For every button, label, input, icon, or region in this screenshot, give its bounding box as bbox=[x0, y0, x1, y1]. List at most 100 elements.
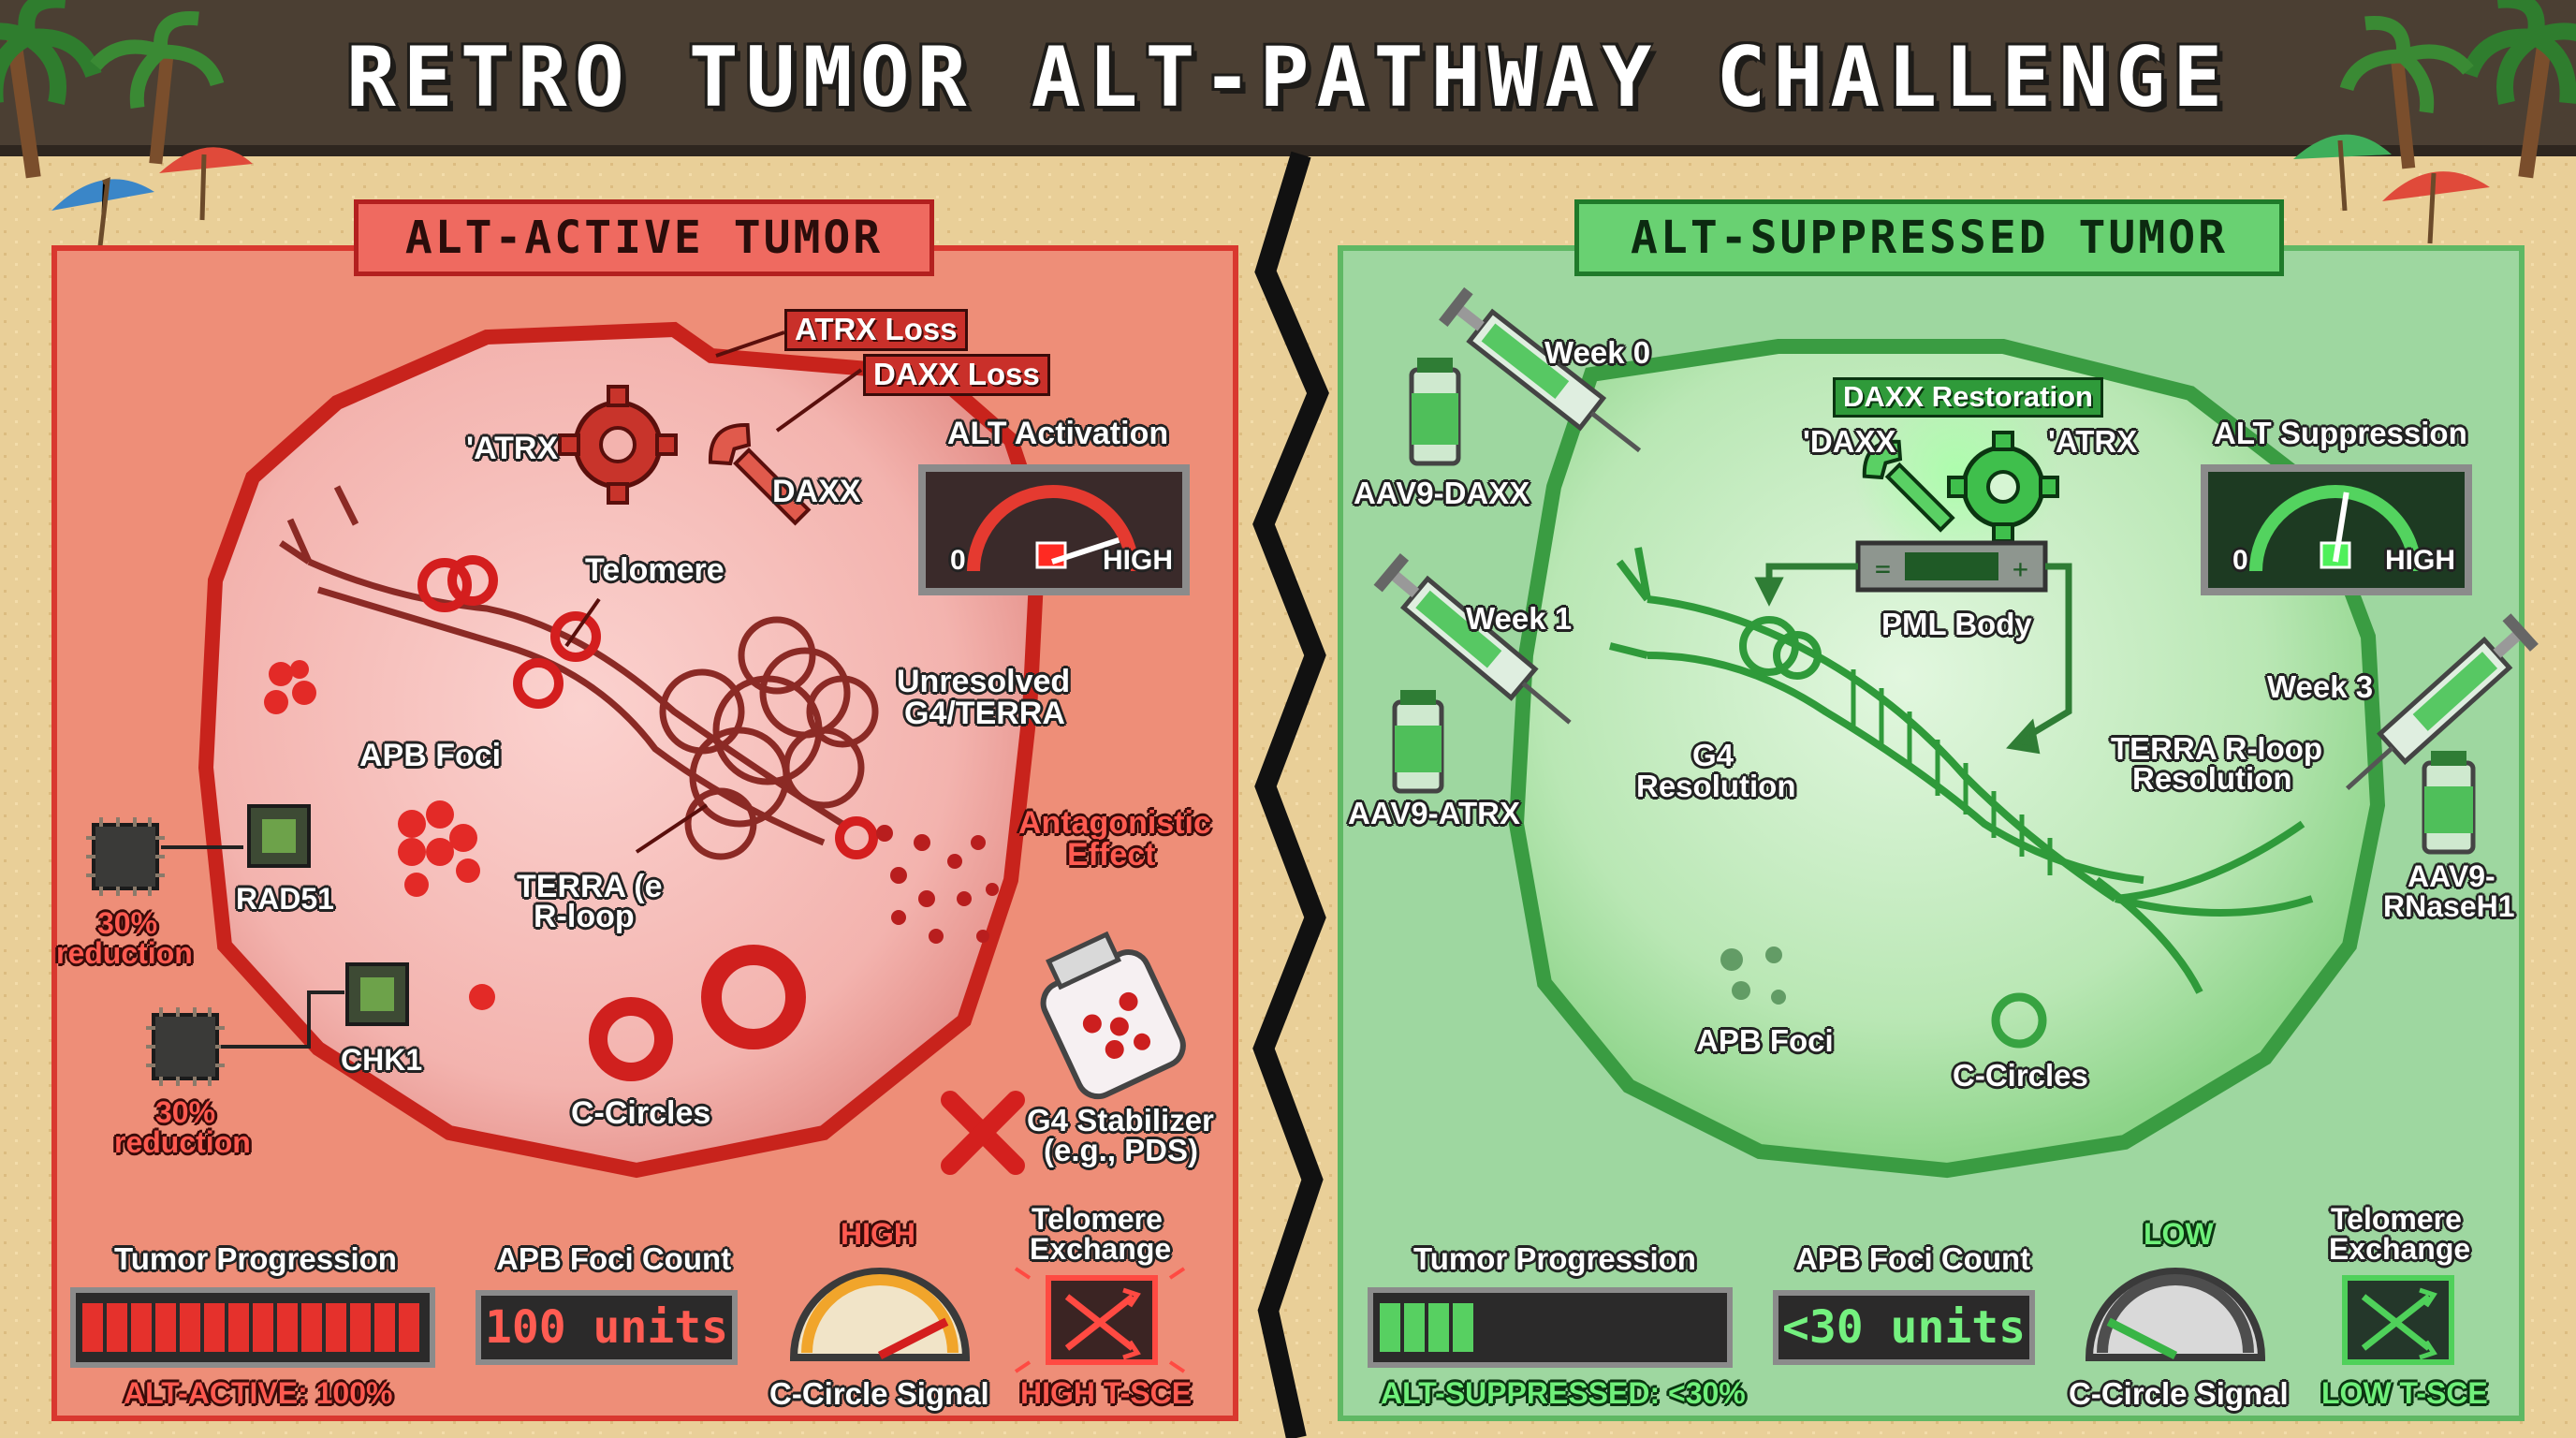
c-circles-label: C-Circles bbox=[1953, 1058, 2088, 1093]
signal-needle bbox=[2106, 1317, 2178, 1360]
terra-resolution-label-2: Resolution bbox=[2132, 761, 2292, 796]
tumor-progression-title: Tumor Progression bbox=[114, 1241, 397, 1276]
atrx-label: 'ATRX bbox=[2048, 424, 2138, 459]
gauge-max-label: HIGH bbox=[1103, 545, 1173, 576]
progress-segment bbox=[1453, 1303, 1473, 1352]
aav9-rnaseh1-label-2: RNaseH1 bbox=[2383, 889, 2515, 923]
progress-segment bbox=[131, 1303, 152, 1352]
wrench-icon bbox=[708, 422, 812, 526]
beach-umbrella-icon bbox=[2293, 134, 2392, 212]
daxx-restoration-label: DAXX Restoration bbox=[1833, 377, 2103, 418]
alt-active-cell bbox=[198, 321, 1047, 1179]
chip-icon bbox=[247, 804, 311, 868]
pml-body-label: PML Body bbox=[1881, 607, 2032, 641]
telomere-exchange-box-red bbox=[1014, 1267, 1186, 1373]
daxx-label: 'DAXX bbox=[1803, 424, 1896, 459]
daxx-label: DAXX bbox=[772, 474, 861, 509]
blocked-x-icon bbox=[941, 1091, 1025, 1175]
apb-foci-cluster bbox=[264, 660, 316, 714]
progress-segment bbox=[399, 1303, 419, 1352]
progress-segment bbox=[374, 1303, 395, 1352]
telomere-exchange-caption: LOW T-SCE bbox=[2321, 1376, 2488, 1410]
alt-active-panel-title: ALT-ACTIVE TUMOR bbox=[354, 199, 934, 276]
alt-suppression-title: ALT Suppression bbox=[2214, 416, 2467, 450]
vial-icon bbox=[1409, 358, 1461, 466]
chip-icon bbox=[146, 1007, 225, 1086]
reduction-2-label: reduction bbox=[114, 1125, 251, 1159]
palm-tree-icon bbox=[90, 10, 225, 165]
terra-resolution-label-1: TERRA R-loop bbox=[2111, 731, 2323, 766]
tumor-progression-caption: ALT-SUPPRESSED: <30% bbox=[1381, 1376, 1746, 1410]
terra-label-2: R-loop bbox=[534, 899, 635, 934]
reduction-1-value: 30% bbox=[97, 906, 158, 940]
g4-resolution-label-1: G4 bbox=[1692, 738, 1734, 772]
pointer-lines bbox=[564, 330, 863, 854]
rad51-label: RAD51 bbox=[236, 882, 334, 916]
c-circles-label: C-Circles bbox=[571, 1095, 711, 1131]
chip-icon bbox=[345, 962, 409, 1026]
aav9-daxx-label: AAV9-DAXX bbox=[1354, 476, 1530, 510]
palm-tree-icon bbox=[2339, 15, 2474, 169]
alt-suppression-gauge bbox=[2201, 464, 2472, 595]
gauge-needle bbox=[2333, 492, 2349, 563]
reduction-2-value: 30% bbox=[155, 1095, 216, 1129]
dna-helix bbox=[1609, 547, 2314, 994]
progress-segment bbox=[253, 1303, 273, 1352]
c-circle-signal-meter-green bbox=[2085, 1268, 2266, 1361]
aav9-rnaseh1-label-1: AAV9- bbox=[2408, 859, 2496, 893]
c-circle-signal-level: LOW bbox=[2144, 1217, 2214, 1251]
svg-text:+: + bbox=[2012, 553, 2028, 584]
daxx-loss-label: DAXX Loss bbox=[863, 354, 1050, 396]
apb-foci-cluster bbox=[469, 984, 495, 1010]
c-circle bbox=[1991, 992, 2047, 1049]
beach-umbrella-icon bbox=[51, 177, 154, 247]
beach-umbrella-icon bbox=[159, 147, 253, 221]
chk1-label: CHK1 bbox=[341, 1043, 423, 1077]
progress-segment bbox=[82, 1303, 103, 1352]
apb-foci-label: APB Foci bbox=[1696, 1023, 1834, 1058]
telomere-exchange-title-1: Telomere bbox=[1032, 1202, 1163, 1236]
telomere-exchange-title-2: Exchange bbox=[1030, 1232, 1172, 1266]
syringe-icon bbox=[2345, 613, 2539, 791]
gauge-min-label: 0 bbox=[2232, 545, 2248, 576]
g4-stabilizer-label-1: G4 Stabilizer bbox=[1027, 1103, 1214, 1137]
antagonistic-label-2: Effect bbox=[1067, 837, 1156, 873]
alt-activation-gauge bbox=[918, 464, 1190, 595]
antagonistic-dots bbox=[876, 825, 999, 944]
progress-segment bbox=[1380, 1303, 1400, 1352]
gear-icon bbox=[1947, 431, 2059, 543]
game-title: RETRO TUMOR ALT-PATHWAY CHALLENGE bbox=[345, 29, 2231, 125]
aav9-atrx-label: AAV9-ATRX bbox=[1348, 796, 1520, 830]
pml-arrows bbox=[1754, 563, 2072, 755]
tumor-progression-title: Tumor Progression bbox=[1413, 1241, 1696, 1276]
c-circle-signal-caption: C-Circle Signal bbox=[2069, 1376, 2289, 1411]
vial-icon bbox=[2422, 751, 2476, 855]
week1-label: Week 1 bbox=[1466, 601, 1573, 636]
telomere-exchange-title-1: Telomere bbox=[2331, 1202, 2462, 1236]
telomere-exchange-box-green bbox=[2342, 1275, 2454, 1365]
apb-foci-count-value: <30 units bbox=[1773, 1290, 2035, 1365]
g4-stabilizer-label-2: (e.g., PDS) bbox=[1044, 1133, 1199, 1167]
telomere-exchange-title-2: Exchange bbox=[2329, 1232, 2471, 1266]
reduction-1-label: reduction bbox=[56, 936, 193, 970]
palm-tree-icon bbox=[2461, 0, 2576, 179]
apb-foci-count-title: APB Foci Count bbox=[496, 1241, 732, 1276]
c-circle-signal-caption: C-Circle Signal bbox=[769, 1376, 989, 1411]
wrench-icon bbox=[1862, 439, 1955, 533]
apb-foci-cluster bbox=[398, 800, 480, 897]
svg-text:=: = bbox=[1875, 553, 1891, 584]
beach-umbrella-icon bbox=[2382, 171, 2490, 244]
progress-segment bbox=[107, 1303, 127, 1352]
atrx-label: 'ATRX bbox=[466, 431, 559, 466]
progress-segment bbox=[204, 1303, 225, 1352]
progress-segment bbox=[1428, 1303, 1449, 1352]
g4-stabilizer-bottle-icon bbox=[1040, 931, 1186, 1100]
c-circle-signal-level: HIGH bbox=[841, 1217, 915, 1251]
pml-body-device: = + bbox=[1855, 540, 2048, 593]
syringe-icon bbox=[1439, 286, 1642, 453]
progress-segment bbox=[228, 1303, 249, 1352]
c-circle bbox=[701, 945, 806, 1049]
telomere-exchange-caption: HIGH T-SCE bbox=[1020, 1376, 1193, 1410]
tumor-progression-bar-green bbox=[1368, 1287, 1733, 1368]
progress-segment bbox=[180, 1303, 200, 1352]
